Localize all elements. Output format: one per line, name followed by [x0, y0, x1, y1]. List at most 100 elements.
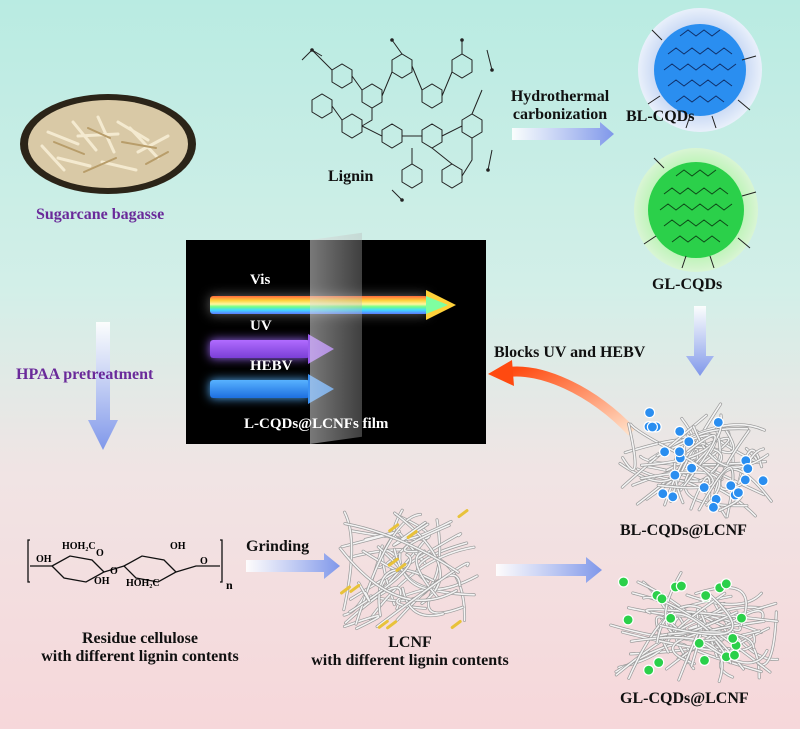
cqd-dot [727, 632, 739, 645]
fiber [656, 613, 745, 670]
gl-cqds-label: GL-CQDs [652, 276, 723, 293]
cqd-dot [673, 446, 686, 458]
fiber [671, 620, 765, 665]
fiber [399, 553, 475, 596]
uv-beam [210, 340, 310, 358]
gl-composite-network [609, 571, 779, 683]
cqd-dot [665, 612, 677, 624]
arrow-down-glcqds [686, 306, 714, 376]
arrow-blocks [507, 366, 636, 436]
hydrothermal-line1: Hydrothermal [510, 88, 610, 105]
arrow-grinding [246, 553, 340, 579]
lignin-segment [388, 523, 400, 533]
lignin-segment [377, 619, 389, 629]
fiber [642, 596, 771, 673]
lignin-segment [450, 620, 462, 629]
arrow-hydrothermal [512, 122, 614, 146]
bl-lcnf-label: BL-CQDs@LCNF [620, 522, 747, 539]
lignin-segment [387, 557, 399, 567]
cellulose-structure [27, 539, 223, 583]
blocks-label: Blocks UV and HEBV [494, 344, 646, 361]
cqd-dot [653, 656, 665, 669]
lignin-label: Lignin [328, 168, 374, 185]
lignin-segment [340, 585, 351, 595]
cellulose-text-o-1: O [96, 548, 104, 559]
cqd-dot [675, 580, 688, 592]
bl-cqds-particle [638, 8, 762, 132]
cqd-dot [643, 664, 655, 676]
hydrothermal-line2: carbonization [512, 106, 608, 123]
cellulose-text-hoh2c-2: HOH₂C [126, 578, 160, 589]
grinding-label: Grinding [246, 538, 310, 555]
fiber [692, 425, 769, 468]
hebv-beam [210, 380, 310, 398]
cqd-dot [739, 474, 751, 486]
cellulose-text-oh-1: OH [94, 576, 110, 587]
fiber [663, 442, 706, 506]
sugarcane-bagasse-label: Sugarcane bagasse [36, 206, 165, 223]
arrow-hpaa [88, 322, 118, 450]
gl-lcnf-label: GL-CQDs@LCNF [620, 690, 749, 707]
film-label: L-CQDs@LCNFs film [244, 416, 389, 432]
fiber [393, 548, 478, 591]
cqd-dot [656, 593, 668, 605]
light-blocking-panel: Vis UV HEBV L-CQDs@LCNFs film [186, 232, 486, 444]
cqd-dot [757, 475, 769, 487]
fiber [404, 524, 450, 553]
fiber [739, 448, 765, 480]
gl-cqds-particle [634, 148, 758, 272]
fiber [393, 512, 441, 605]
film-sheet [310, 232, 362, 444]
lignin-segment [457, 509, 469, 519]
residue-line2: with different lignin contents [41, 648, 239, 665]
cellulose-subscript-n: n [226, 578, 233, 592]
fiber [349, 532, 462, 600]
fiber [415, 550, 439, 599]
arrow-to-composite [496, 557, 602, 583]
fiber [357, 582, 371, 602]
cqd-dot [657, 488, 669, 500]
fiber [401, 587, 444, 617]
lcnf-label: LCNF with different lignin contents [290, 634, 530, 670]
fiber [396, 586, 433, 610]
cellulose-text-hoh2c-1: HOH₂C [62, 541, 96, 552]
arrow-blocks-head [488, 360, 514, 386]
fiber [713, 468, 773, 502]
vis-label: Vis [250, 272, 271, 288]
fiber [630, 636, 723, 683]
cqd-dot [667, 491, 679, 503]
fiber [376, 562, 470, 628]
hydrothermal-label: Hydrothermal carbonization [500, 88, 620, 124]
fiber [684, 448, 748, 507]
uv-label: UV [250, 318, 272, 334]
cqd-dot [707, 501, 720, 513]
fiber [698, 466, 734, 518]
fiber [621, 423, 636, 471]
cellulose-text-o-2: O [200, 556, 208, 567]
cqd-dot [742, 463, 754, 475]
fiber [686, 592, 763, 606]
fiber [659, 591, 734, 636]
fiber [692, 446, 723, 474]
hebv-label: HEBV [250, 358, 293, 374]
cqd-dot [728, 649, 741, 661]
cellulose-text-oh-2: OH [170, 541, 186, 552]
residue-label: Residue cellulose with different lignin … [30, 630, 250, 666]
cellulose-text-oh-3: OH [36, 554, 52, 565]
cellulose-text-o-link: O [110, 566, 118, 577]
cqd-dot [700, 589, 712, 602]
cqd-dot [622, 614, 634, 626]
lignin-segment [386, 620, 398, 630]
lcnf-fiber-network [338, 508, 479, 630]
cqd-dot [735, 612, 748, 624]
bl-cqds-label: BL-CQDs [626, 108, 695, 125]
lignin-segment [406, 530, 418, 539]
cqd-dot [643, 407, 656, 419]
lcnf-line2: with different lignin contents [311, 652, 509, 669]
fiber [349, 553, 412, 613]
cqd-dot [658, 446, 671, 458]
hpaa-label: HPAA pretreatment [16, 366, 154, 383]
lignin-segment [395, 562, 407, 572]
fiber [699, 639, 768, 664]
